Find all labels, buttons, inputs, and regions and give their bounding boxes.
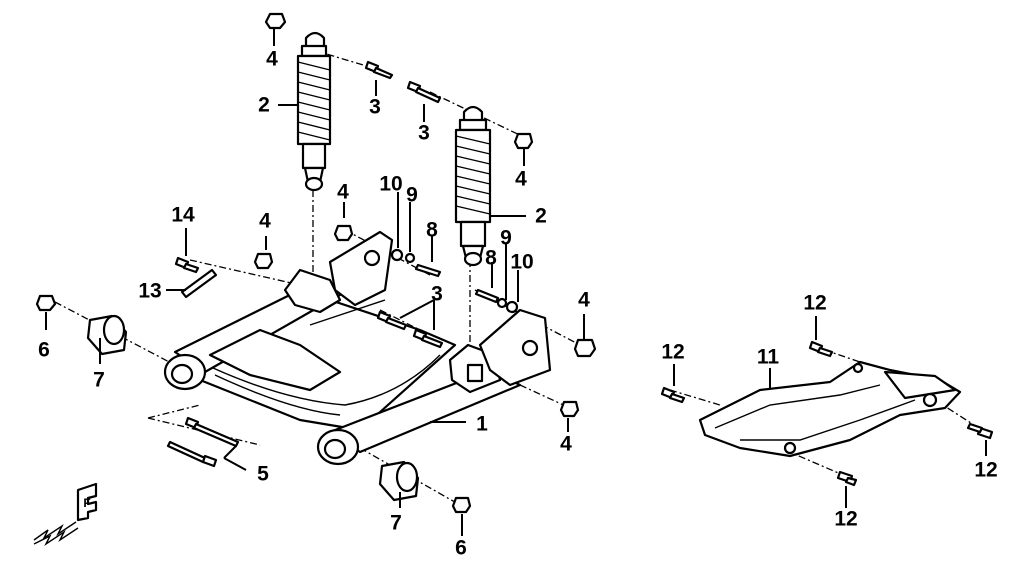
front-direction-label: F (83, 496, 91, 510)
callout-8-bolt-left: 8 (426, 218, 438, 242)
callout-5-long-bolts: 5 (257, 462, 269, 486)
callout-6-nut-right: 6 (455, 536, 467, 560)
front-direction-arrow-icon (33, 482, 98, 547)
callout-12-bolt-bottom: 12 (834, 507, 858, 531)
callout-10-washer-left: 10 (379, 172, 403, 196)
callout-4-nut-top-right: 4 (515, 167, 527, 191)
callout-3-bolt-top-left: 3 (369, 95, 381, 119)
callout-14-bolt: 14 (171, 203, 195, 227)
spring-pin (180, 268, 218, 299)
callout-4-nut-lower-right: 4 (560, 432, 572, 456)
callout-9-washer-left: 9 (406, 183, 418, 207)
callout-2-shock-left: 2 (258, 93, 270, 117)
skid-plate (698, 360, 962, 458)
pivot-bushings (86, 314, 420, 502)
callout-11-skid-plate: 11 (756, 345, 780, 369)
callout-13-spring-pin: 13 (138, 279, 162, 303)
nuts-and-washers (35, 12, 597, 514)
callout-12-bolt-top: 12 (803, 291, 827, 315)
callout-7-bushing-left: 7 (93, 368, 105, 392)
callout-4-nut-bracket: 4 (337, 180, 349, 204)
leader-lines (45, 28, 987, 536)
callout-12-bolt-right: 12 (974, 458, 998, 482)
shock-absorber-right (454, 105, 492, 267)
callout-8-bolt-right: 8 (485, 246, 497, 270)
callout-7-bushing-right: 7 (390, 511, 402, 535)
callout-4-nut-frame-right: 4 (578, 288, 590, 312)
callout-12-bolt-left: 12 (661, 340, 685, 364)
callout-4-nut-top-left: 4 (266, 47, 278, 71)
callout-1-swing-arm: 1 (476, 412, 488, 436)
shock-absorber-left (296, 31, 332, 192)
bolts (166, 60, 994, 487)
callout-4-nut-frame-left: 4 (259, 209, 271, 233)
callout-9-washer-right: 9 (500, 226, 512, 250)
callout-10-washer-right: 10 (510, 250, 534, 274)
swing-arm-frame (163, 230, 552, 466)
callout-3-bolt-top-right: 3 (418, 121, 430, 145)
callout-3-bolt-middle: 3 (431, 282, 443, 306)
callout-2-shock-right: 2 (535, 204, 547, 228)
callout-6-nut-left: 6 (38, 338, 50, 362)
